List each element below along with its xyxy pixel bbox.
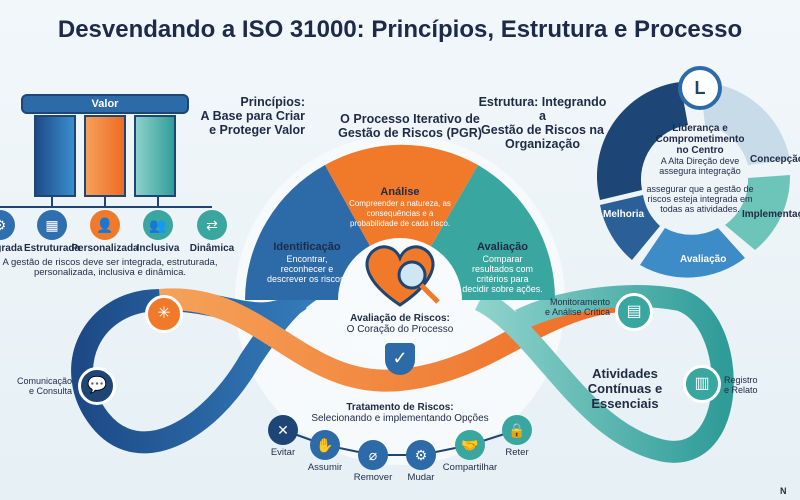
treatment-option-icon: 🤝 <box>455 430 485 460</box>
group-icon: 👥 <box>143 210 173 240</box>
principle-label: Inclusiva <box>136 243 180 254</box>
blueprint-icon: ▦ <box>37 210 67 240</box>
page-title: Desvendando a ISO 31000: Princípios, Est… <box>57 16 743 43</box>
wedge-analise <box>325 144 478 300</box>
dashboard-icon: ▤ <box>615 293 653 331</box>
principle-label: Integrada <box>0 243 23 254</box>
network-icon: ✳ <box>145 295 183 333</box>
shield-check-icon: ✓ <box>385 343 415 375</box>
chat-icon: 💬 <box>78 367 116 405</box>
loop-orange <box>158 288 641 392</box>
treatment-option-label: Reter <box>505 447 529 458</box>
treatment-option-label: Evitar <box>270 447 296 458</box>
treatment-heading: Tratamento de Riscos:Selecionando e impl… <box>311 402 489 424</box>
ring-avaliacao <box>640 228 745 278</box>
treatment-option-icon: 🔒 <box>502 415 532 445</box>
process-core-label: Avaliação de Riscos:O Coração do Process… <box>346 313 454 335</box>
ring-implementacao <box>725 175 791 250</box>
pillar <box>34 115 76 197</box>
principles-description: A gestão de riscos deve ser integrada, e… <box>2 257 218 278</box>
person-icon: 👤 <box>90 210 120 240</box>
principle-label: Estruturada <box>23 243 81 254</box>
valor-bar <box>21 94 189 114</box>
segment-melhoria: Melhoria <box>603 209 645 220</box>
treatment-option-label: Mudar <box>407 472 435 483</box>
pillar-connector <box>0 196 212 208</box>
treatment-option-icon: ⚙ <box>406 440 436 470</box>
watermark: N <box>780 486 787 496</box>
treatment-option-icon: ⌀ <box>358 440 388 470</box>
treatment-option-label: Compartilhar <box>442 462 498 473</box>
ring-concepcao <box>700 82 790 165</box>
principle-label: Personalizada <box>71 243 139 254</box>
magnifier-icon <box>397 260 427 290</box>
leadership-logo <box>678 66 722 110</box>
document-icon: ▥ <box>683 365 721 403</box>
pillar <box>134 115 176 197</box>
segment-concepcao: Concepção <box>750 154 800 165</box>
treatment-option-label: Remover <box>353 472 393 483</box>
segment-implementacao: Implementação <box>742 209 800 220</box>
pillar <box>84 115 126 197</box>
valor-label: Valor <box>91 98 119 110</box>
ring-lideranca <box>596 82 688 200</box>
shuffle-icon: ⇄ <box>197 210 227 240</box>
treatment-option-icon: ✕ <box>268 415 298 445</box>
ring-melhoria <box>600 195 660 260</box>
loop-teal <box>474 285 734 463</box>
treatment-option-icon: ✋ <box>310 430 340 460</box>
gear-icon: ⚙ <box>0 210 15 240</box>
treatment-option-label: Assumir <box>307 462 343 473</box>
segment-avaliacao: Avaliação <box>680 254 727 265</box>
principle-label: Dinâmica <box>189 243 235 254</box>
leadership-logo-letter: L <box>694 78 706 98</box>
